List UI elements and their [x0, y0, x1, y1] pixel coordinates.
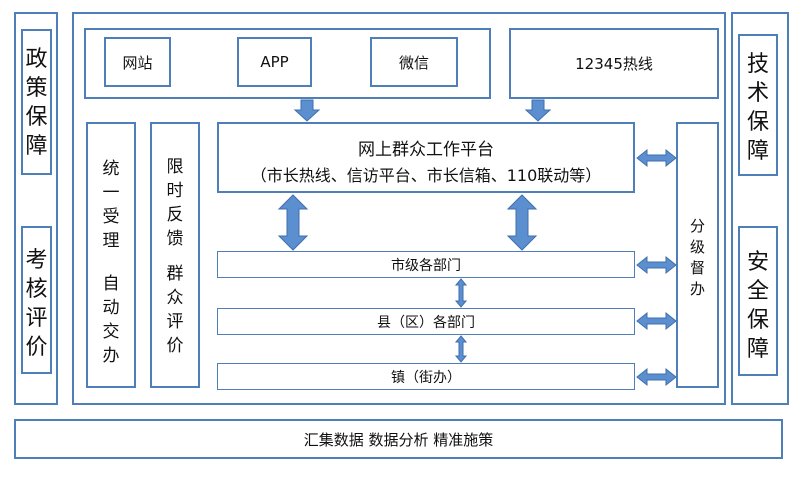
assessment-evaluation-label: 考核评价 — [25, 248, 48, 360]
policy-guarantee-label: 政策保障 — [25, 47, 48, 159]
arrow-platform-supervision-icon — [636, 148, 677, 168]
level-city: 市级各部门 — [217, 251, 635, 278]
arrow-town-supervision-icon — [636, 367, 677, 387]
public-review-label: 群众评价 — [166, 264, 184, 356]
assign-label: 自动交办 — [102, 274, 120, 366]
platform-box: 网上群众工作平台 （市长热线、信访平台、市长信箱、110联动等） — [217, 122, 635, 193]
platform-subtitle: （市长热线、信访平台、市长信箱、110联动等） — [250, 166, 602, 185]
security-guarantee-label: 安全保障 — [746, 250, 769, 362]
arrow-platform-city-left-icon — [277, 194, 309, 251]
footer-box: 汇集数据 数据分析 精准施策 — [14, 419, 783, 459]
supervision-label: 分级督办 — [689, 217, 705, 298]
supervision-box: 分级督办 — [676, 122, 719, 388]
accept-assign-box: 统一受理 自动交办 — [86, 122, 136, 388]
level-county: 县（区）各部门 — [217, 308, 635, 335]
tech-guarantee-label: 技术保障 — [746, 52, 769, 164]
level-town: 镇（街办） — [217, 363, 635, 390]
channel-app-label: APP — [260, 53, 289, 71]
level-county-label: 县（区）各部门 — [377, 314, 475, 331]
channel-app: APP — [237, 37, 312, 87]
channel-wechat-label: 微信 — [398, 53, 429, 72]
level-town-label: 镇（街办） — [391, 369, 461, 386]
channel-hotline: 12345热线 — [509, 28, 719, 99]
channel-website: 网站 — [104, 37, 171, 87]
arrow-down-channels-icon — [293, 99, 321, 122]
feedback-review-box: 限时反馈 群众评价 — [150, 122, 200, 388]
arrow-county-town-icon — [454, 335, 468, 363]
accept-label: 统一受理 — [102, 159, 120, 251]
channel-hotline-label: 12345热线 — [575, 55, 653, 73]
channel-wechat: 微信 — [370, 37, 458, 87]
arrow-city-county-icon — [454, 278, 468, 308]
tech-guarantee-box: 技术保障 — [738, 34, 778, 176]
assessment-evaluation-box: 考核评价 — [21, 226, 52, 374]
channel-website-label: 网站 — [122, 53, 153, 72]
arrow-platform-city-right-icon — [506, 194, 538, 251]
arrow-county-supervision-icon — [636, 311, 677, 331]
level-city-label: 市级各部门 — [391, 257, 461, 274]
arrow-down-hotline-icon — [524, 99, 552, 122]
footer-label: 汇集数据 数据分析 精准施策 — [303, 430, 494, 449]
limit-feedback-label: 限时反馈 — [166, 157, 184, 249]
security-guarantee-box: 安全保障 — [738, 226, 778, 376]
arrow-city-supervision-icon — [636, 255, 677, 275]
platform-title: 网上群众工作平台 — [358, 140, 494, 160]
policy-guarantee-box: 政策保障 — [21, 29, 52, 175]
